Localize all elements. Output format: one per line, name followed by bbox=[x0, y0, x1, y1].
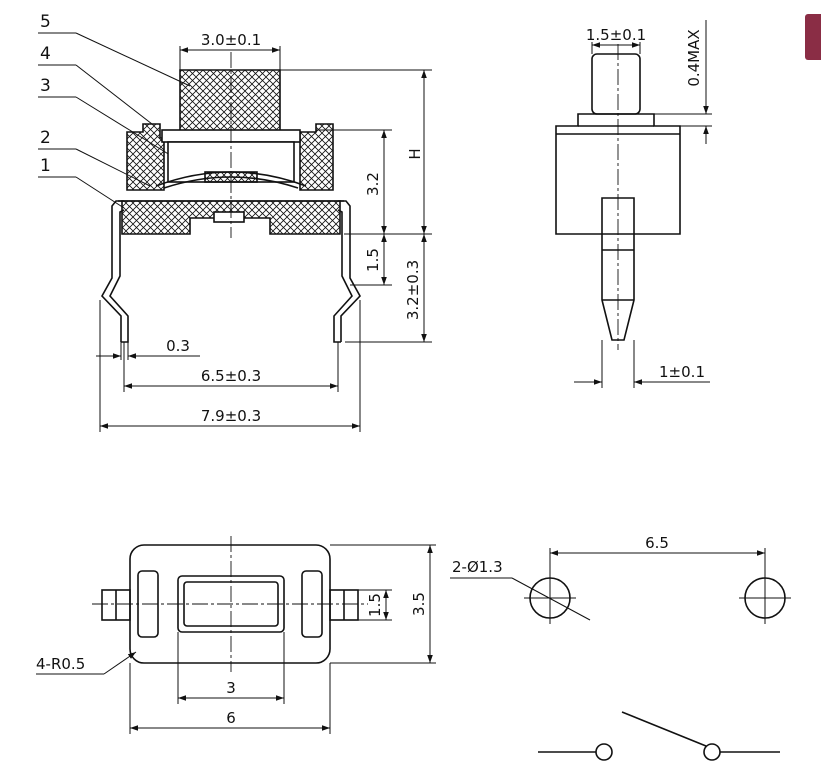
callout-3: 3 bbox=[40, 76, 51, 96]
callout-2: 2 bbox=[40, 128, 51, 148]
side-view: 1.5±0.1 0.4MAX 1±0.1 bbox=[555, 20, 712, 388]
housing-left bbox=[126, 123, 165, 191]
svg-text:1.5±0.1: 1.5±0.1 bbox=[586, 26, 646, 44]
svg-text:1.5: 1.5 bbox=[366, 593, 384, 617]
dimension-hole-callout: 2-Ø1.3 bbox=[450, 558, 591, 621]
svg-text:3.2±0.3: 3.2±0.3 bbox=[404, 260, 422, 320]
dimension-height-h: H bbox=[280, 69, 432, 235]
dimension-pin-length: 3.2±0.3 bbox=[345, 234, 432, 343]
dimension-hole-spacing: 6.5 bbox=[549, 534, 766, 572]
svg-text:2-Ø1.3: 2-Ø1.3 bbox=[452, 558, 503, 576]
dimension-side-cap: 1.5±0.1 bbox=[586, 26, 646, 54]
pcb-layout: 2-Ø1.3 6.5 bbox=[450, 534, 791, 624]
dimension-overall-width: 7.9±0.3 bbox=[99, 300, 361, 432]
dimension-side-protrusion: 0.4MAX bbox=[654, 20, 712, 144]
svg-text:3.0±0.1: 3.0±0.1 bbox=[201, 31, 261, 49]
dimension-inner-height: 3.2 bbox=[316, 129, 392, 234]
housing-right bbox=[299, 123, 334, 191]
part-callouts: 5 4 3 2 1 bbox=[38, 12, 191, 209]
dimension-pin-thickness: 0.3 bbox=[96, 337, 200, 360]
svg-text:6.5: 6.5 bbox=[645, 534, 669, 552]
dimension-pin-span: 6.5±0.3 bbox=[123, 342, 339, 392]
svg-text:6.5±0.3: 6.5±0.3 bbox=[201, 367, 261, 385]
svg-text:0.4MAX: 0.4MAX bbox=[685, 29, 703, 86]
dimension-cap-width: 3.0±0.1 bbox=[179, 31, 281, 70]
dimension-body-height: 3.5 bbox=[330, 544, 436, 664]
switch-schematic bbox=[538, 711, 780, 761]
dimension-side-pin: 1±0.1 bbox=[574, 340, 710, 388]
dimension-pin-offset: 1.5 bbox=[350, 234, 392, 286]
svg-text:3.2: 3.2 bbox=[364, 172, 382, 196]
front-section-view: 5 4 3 2 1 bbox=[38, 12, 432, 432]
corner-tab bbox=[805, 14, 821, 60]
callout-5: 5 bbox=[40, 12, 51, 32]
switch-contact-right bbox=[703, 743, 721, 761]
svg-text:6: 6 bbox=[226, 709, 236, 727]
lead-right bbox=[333, 200, 361, 343]
svg-text:3: 3 bbox=[226, 679, 236, 697]
callout-1: 1 bbox=[40, 156, 51, 176]
dimension-window-height: 1.5 bbox=[330, 589, 392, 621]
svg-text:3.5: 3.5 bbox=[410, 592, 428, 616]
dimension-window-width: 3 bbox=[177, 632, 285, 704]
side-cap bbox=[591, 53, 641, 115]
svg-text:7.9±0.3: 7.9±0.3 bbox=[201, 407, 261, 425]
dimension-body-width: 6 bbox=[129, 663, 331, 734]
top-view: 4-R0.5 1.5 3.5 3 6 bbox=[36, 536, 436, 734]
svg-text:0.3: 0.3 bbox=[166, 337, 190, 355]
switch-contact-left bbox=[595, 743, 613, 761]
callout-4: 4 bbox=[40, 44, 51, 64]
switch-lever bbox=[621, 711, 707, 747]
svg-text:1.5: 1.5 bbox=[364, 248, 382, 272]
svg-text:1±0.1: 1±0.1 bbox=[659, 363, 705, 381]
side-body bbox=[555, 113, 681, 235]
svg-text:4-R0.5: 4-R0.5 bbox=[36, 655, 85, 673]
dimension-corner-radius: 4-R0.5 bbox=[36, 651, 137, 675]
svg-text:H: H bbox=[406, 148, 424, 159]
